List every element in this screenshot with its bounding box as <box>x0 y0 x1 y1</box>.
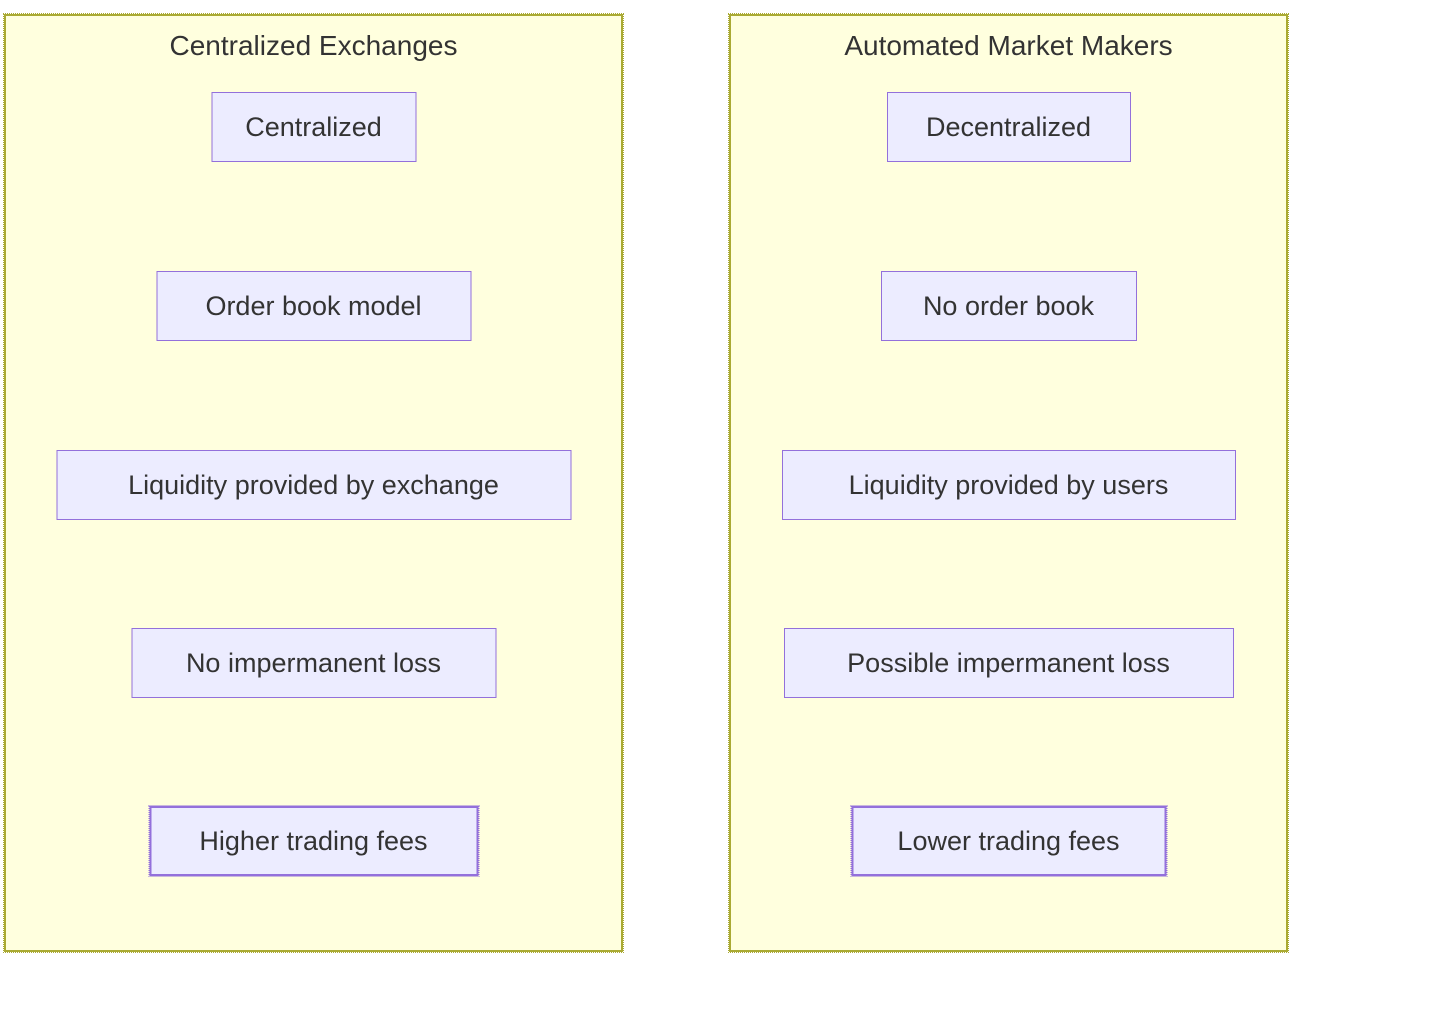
panel-title-automated-market-makers: Automated Market Makers <box>844 30 1173 61</box>
node-no-impermanent-loss: No impermanent loss <box>131 628 496 698</box>
node-liquidity-provided-by-users: Liquidity provided by users <box>781 450 1236 520</box>
node-lower-trading-fees: Lower trading fees <box>850 805 1167 877</box>
node-no-order-book: No order book <box>880 271 1137 341</box>
node-liquidity-provided-by-exchange: Liquidity provided by exchange <box>56 450 571 520</box>
subgraph-automated-market-makers: Automated Market Makers Decentralized No… <box>728 13 1289 953</box>
node-order-book-model: Order book model <box>156 271 471 341</box>
node-possible-impermanent-loss: Possible impermanent loss <box>783 628 1234 698</box>
subgraph-centralized-exchanges: Centralized Exchanges Centralized Order … <box>3 13 624 953</box>
node-centralized: Centralized <box>211 92 416 162</box>
panel-title-centralized-exchanges: Centralized Exchanges <box>169 30 458 61</box>
node-decentralized: Decentralized <box>886 92 1131 162</box>
node-higher-trading-fees: Higher trading fees <box>148 805 479 877</box>
